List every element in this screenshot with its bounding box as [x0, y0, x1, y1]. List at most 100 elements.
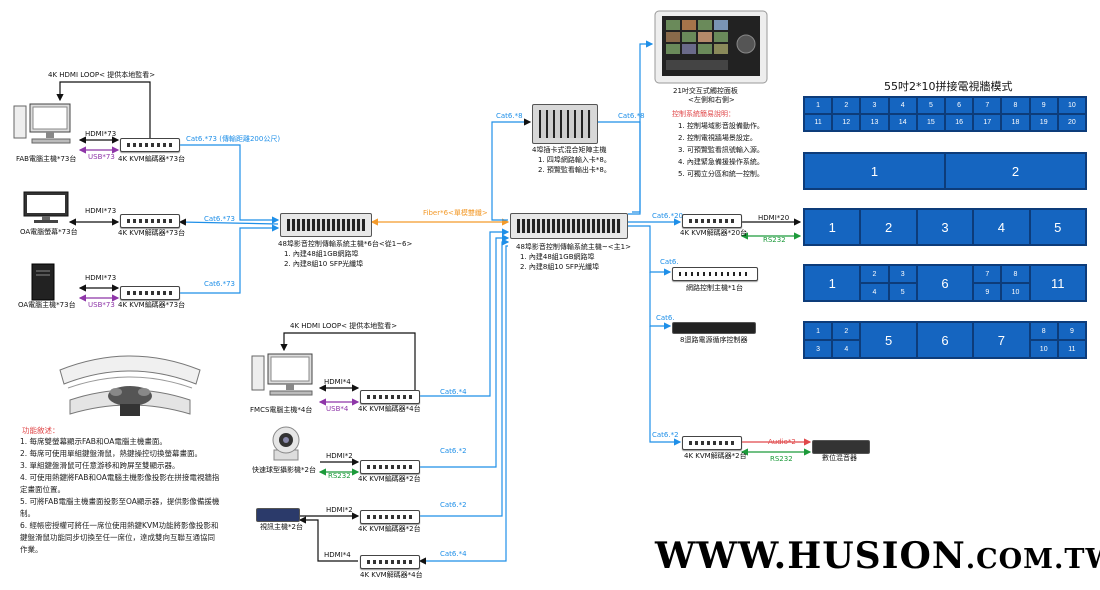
hdmi20: HDMI*20: [758, 214, 790, 222]
kvm-encoder-2b: [360, 510, 420, 524]
hdmi73-a: HDMI*73: [85, 130, 117, 138]
main-host-feature-2: 2. 內建8組10 SFP光纖埠: [520, 263, 600, 271]
kvm-encoder-2a: [360, 460, 420, 474]
wall-mode-mix-b: 1 2 5 6 7 8 9 3 4 10 11: [803, 321, 1087, 359]
wall-cell: 1: [804, 265, 861, 301]
cat6-4b: Cat6.*4: [440, 550, 467, 558]
cat6-73-b: Cat6.*73: [204, 215, 236, 223]
brand-tail: .COM.TW: [965, 544, 1100, 575]
video-host-device: [256, 508, 300, 522]
control-item-5: 5. 可獨立分區和統一控制。: [678, 170, 764, 178]
wall-mode-mix-a: 1 2 3 6 4 5 7 8 11 9 10: [803, 264, 1087, 302]
function-item-1: 1. 每席雙螢幕顯示FAB和OA電腦主機畫面。: [20, 437, 167, 446]
kvm-encoder-73a: [120, 138, 180, 152]
loop-label-mid: 4K HDMI LOOP< 提供本地監看>: [290, 322, 398, 330]
hdmi4-dec: HDMI*4: [324, 551, 351, 559]
usb73-a: USB*73: [88, 153, 115, 161]
digital-mixer: [812, 440, 870, 454]
wall-cell: 6: [916, 265, 974, 301]
cat6-2a: Cat6.*2: [440, 447, 467, 455]
camera-icon: [272, 426, 300, 461]
sub-host-switch: [280, 213, 372, 237]
fiber-label: Fiber*6<單模雙纖>: [423, 209, 488, 217]
kvm-decoder-73-label: 4K KVM解碼器*73台: [118, 229, 186, 237]
brand-main: WWW.HUSION: [655, 535, 966, 577]
wall-cell: 3: [888, 265, 917, 283]
cat6-2b: Cat6.*2: [440, 501, 467, 509]
rs232-20: RS232: [763, 236, 786, 244]
kvm-decoder-20-label: 4K KVM解碼器*20台: [680, 229, 748, 237]
wall-cell: 3: [804, 340, 833, 358]
cat6-8-left: Cat6.*8: [496, 112, 523, 120]
wall-mode-grid20: 1 2 3 4 5 6 7 8 9 10 11 12 13 14 15 16 1…: [803, 96, 1087, 132]
cat6-net: Cat6.: [660, 258, 679, 266]
digital-mixer-label: 數位混音器: [822, 454, 857, 462]
oa-pc-icon: [31, 263, 55, 301]
function-item-6: 6. 經帳密授權可將任一席位使用熱鍵KVM功能將影像投影和鍵盤滑鼠功能同步切換至…: [20, 521, 219, 554]
cat6-power: Cat6.: [656, 314, 675, 322]
function-list: 1. 每席雙螢幕顯示FAB和OA電腦主機畫面。 2. 每席可使用單組鍵盤滑鼠，熱…: [20, 436, 220, 556]
cat6-73-dist: Cat6.*73 (傳輸距離200公尺): [186, 135, 281, 143]
wall-cell: 16: [945, 114, 974, 131]
panel-title: 21吋交互式觸控面板: [673, 87, 738, 95]
hdmi73-c: HDMI*73: [85, 274, 117, 282]
oa-monitor-icon: [23, 191, 69, 223]
kvm-encoder-73a-label: 4K KVM編碼器*73台: [118, 155, 186, 163]
wall-cell: 5: [1029, 209, 1086, 245]
kvm-decoder-73: [120, 214, 180, 228]
matrix-chassis: [532, 104, 598, 144]
wall-cell: 2: [832, 322, 861, 340]
hdmi4: HDMI*4: [324, 378, 351, 386]
main-host-label: 48埠影音控制傳輸系統主機~<主1>: [516, 243, 631, 251]
camera-label: 快速球型攝影機*2台: [252, 466, 316, 474]
wall-cell: 2: [860, 265, 889, 283]
rs232-cam: RS232: [328, 472, 351, 480]
kvm-encoder-4-label: 4K KVM編碼器*4台: [358, 405, 421, 413]
kvm-encoder-73c-label: 4K KVM編碼器*73台: [118, 301, 186, 309]
function-item-4: 4. 可使用熱鍵將FAB和OA電腦主機影像投影在拼接電視牆指定畫面位置。: [20, 473, 220, 494]
wall-cell: 20: [1057, 114, 1086, 131]
wall-mode-split2: 1 2: [803, 152, 1087, 190]
sub-host-feature-1: 1. 內建48組1GB網路埠: [284, 250, 359, 258]
wall-cell: 4: [832, 340, 861, 358]
wall-cell: 15: [916, 114, 945, 131]
oa-monitor-label: OA電腦螢幕*73台: [20, 228, 78, 236]
wall-cell: 5: [860, 322, 917, 358]
wall-cell: 8: [1029, 322, 1058, 340]
wall-cell: 19: [1029, 114, 1058, 131]
wall-cell: 1: [804, 322, 833, 340]
video-host-label: 視訊主機*2台: [260, 523, 303, 531]
function-item-5: 5. 可將FAB電腦主機畫面投影至OA顯示器，提供影像備援機制。: [20, 497, 220, 518]
wall-cell: 2: [945, 153, 1086, 189]
wall-cell: 5: [888, 283, 917, 301]
hdmi73-b: HDMI*73: [85, 207, 117, 215]
wall-cell: 3: [916, 209, 974, 245]
sub-host-label: 48埠影音控制傳輸系統主機*6台<從1~6>: [278, 240, 413, 248]
matrix-feature-2: 2. 預覽監看輸出卡*8。: [538, 166, 611, 174]
loop-label-top: 4K HDMI LOOP< 提供本地監看>: [48, 71, 156, 79]
wall-cell: 7: [973, 322, 1030, 358]
cat6-4a: Cat6.*4: [440, 388, 467, 396]
wall-cell: 6: [916, 322, 974, 358]
fab-pc-label: FAB電腦主機*73台: [16, 155, 77, 163]
wall-cell: 6: [945, 97, 974, 114]
wall-cell: 10: [1029, 340, 1058, 358]
wall-cell: 3: [860, 97, 889, 114]
audio2: Audio*2: [768, 438, 796, 446]
wall-cell: 9: [973, 283, 1002, 301]
control-item-4: 4. 內建緊急備援操作系統。: [678, 158, 764, 166]
usb4: USB*4: [326, 405, 349, 413]
kvm-encoder-73c: [120, 286, 180, 300]
wall-mode-split5: 1 2 3 4 5: [803, 208, 1087, 246]
wall-cell: 11: [1029, 265, 1086, 301]
usb73-c: USB*73: [88, 301, 115, 309]
rs232-dsp: RS232: [770, 455, 793, 463]
wall-cell: 13: [860, 114, 889, 131]
operator-console-illustration: [59, 355, 201, 416]
wall-cell: 11: [1057, 340, 1086, 358]
hdmi2-vid: HDMI*2: [326, 506, 353, 514]
brand-url[interactable]: WWW.HUSION.COM.TW: [655, 535, 1100, 577]
cat6-73-c: Cat6.*73: [204, 280, 236, 288]
wall-cell: 9: [1057, 322, 1086, 340]
